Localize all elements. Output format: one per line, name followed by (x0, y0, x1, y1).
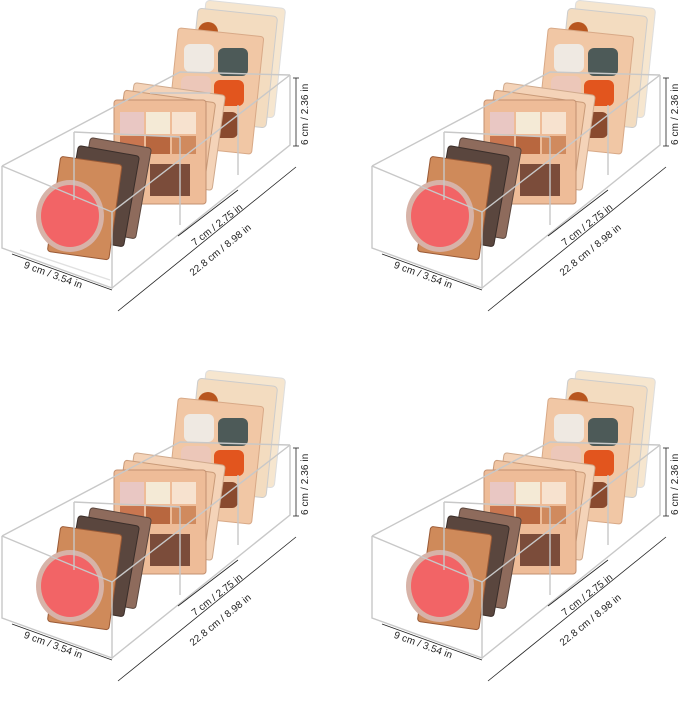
acrylic-tray (371, 441, 661, 659)
tray-product-bottom-right: 6 cm / 2.36 in 7 cm / 2.75 in 22.8 cm / … (370, 370, 679, 712)
blush-compact (36, 550, 104, 622)
acrylic-tray-illustration (1, 370, 299, 682)
height-label: 6 cm / 2.36 in (670, 453, 679, 515)
dimension-lines (11, 447, 299, 682)
tray-product-top-left: 6 cm / 2.36 in 7 cm / 2.75 in 22.8 cm / … (0, 0, 340, 342)
dimension-lines (381, 447, 669, 682)
tray-product-top-right: 6 cm / 2.36 in 7 cm / 2.75 in 22.8 cm / … (370, 0, 679, 342)
height-label: 6 cm / 2.36 in (300, 83, 311, 145)
acrylic-tray (1, 71, 291, 289)
acrylic-tray-illustration (1, 0, 299, 312)
blush-compact (36, 180, 104, 252)
acrylic-tray (371, 71, 661, 289)
dimension-lines (381, 77, 669, 312)
blush-compact (406, 550, 474, 622)
dimension-lines (11, 77, 299, 312)
acrylic-tray-illustration (371, 370, 669, 682)
tray-product-bottom-left: 6 cm / 2.36 in 7 cm / 2.75 in 22.8 cm / … (0, 370, 340, 712)
height-label: 6 cm / 2.36 in (300, 453, 311, 515)
acrylic-tray-illustration (371, 0, 669, 312)
blush-compact (406, 180, 474, 252)
height-label: 6 cm / 2.36 in (670, 83, 679, 145)
acrylic-tray (1, 441, 291, 659)
